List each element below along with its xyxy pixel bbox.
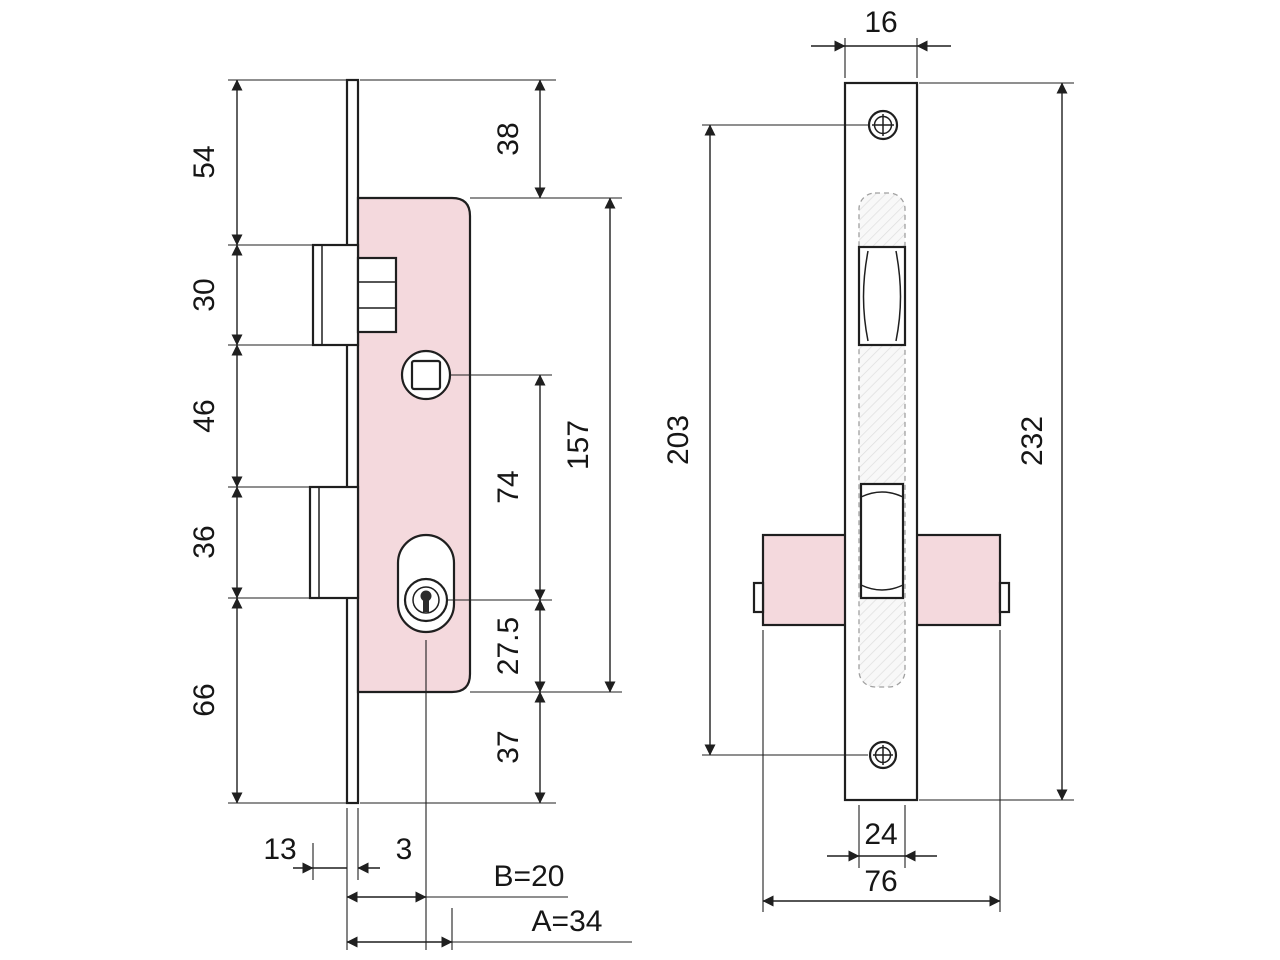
dim-label-38: 38 xyxy=(492,122,525,155)
dim-label-74: 74 xyxy=(492,470,525,503)
dim-label-54: 54 xyxy=(188,145,221,178)
left-bottom-dimensions: 13 3 B=20 A=34 xyxy=(263,640,632,950)
deadbolt-front xyxy=(859,482,905,600)
dim-label-13: 13 xyxy=(263,833,296,866)
case-tab-left xyxy=(752,581,765,614)
right-front-view xyxy=(752,81,1011,802)
keyway-slot xyxy=(423,598,429,612)
right-dimensions: 16 203 232 24 76 xyxy=(662,6,1074,912)
latch-bolt xyxy=(311,243,360,347)
dim-label-203: 203 xyxy=(662,415,695,465)
screw-bottom-icon xyxy=(868,740,898,770)
dim-label-30: 30 xyxy=(188,278,221,311)
left-height-dimensions: 54 30 46 36 66 xyxy=(188,79,347,804)
faceplate-side xyxy=(345,78,360,805)
dim-label-3: 3 xyxy=(396,833,413,866)
left-depth-dimensions: 38 74 27.5 37 157 xyxy=(360,79,622,804)
cylinder-ring xyxy=(412,586,440,614)
dim-label-24: 24 xyxy=(864,818,897,851)
deadbolt-curve-top xyxy=(860,491,904,498)
dim-label-66: 66 xyxy=(188,683,221,716)
dim-label-46: 46 xyxy=(188,399,221,432)
dim-label-157: 157 xyxy=(562,420,595,470)
cylinder-profile xyxy=(396,533,456,634)
dim-label-232: 232 xyxy=(1016,416,1049,466)
left-side-view xyxy=(308,78,472,805)
deadbolt xyxy=(308,485,360,600)
deadbolt-curve-bottom xyxy=(860,584,904,591)
dim-label-27-5: 27.5 xyxy=(492,617,525,675)
spindle-hub xyxy=(400,349,452,401)
dim-label-16: 16 xyxy=(864,6,897,39)
spindle-square-hole xyxy=(410,359,442,391)
dim-label-B20: B=20 xyxy=(494,860,565,893)
dim-label-37: 37 xyxy=(492,730,525,763)
case-tab-right xyxy=(998,581,1011,614)
dim-label-36: 36 xyxy=(188,525,221,558)
screw-top-icon xyxy=(867,109,899,141)
dim-label-A34: A=34 xyxy=(532,905,603,938)
latch-curve-right xyxy=(895,250,902,342)
latch-curve-left xyxy=(862,250,869,342)
dim-label-76: 76 xyxy=(864,865,897,898)
latch-tail xyxy=(356,256,398,334)
